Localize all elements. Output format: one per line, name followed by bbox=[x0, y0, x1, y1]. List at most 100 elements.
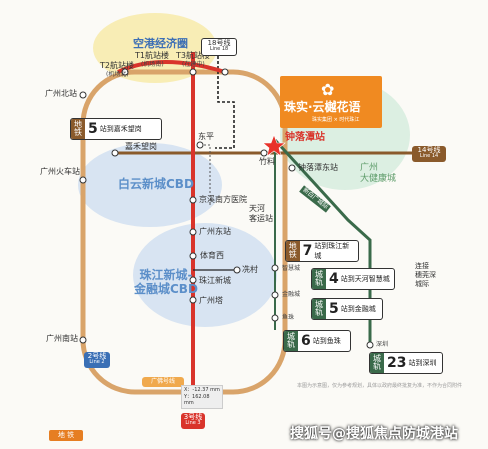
line18-badge: 18号线 Line 18 bbox=[201, 38, 237, 56]
watermark: 搜狐号@搜狐焦点防城港站 bbox=[290, 426, 458, 442]
rail-tag: 城轨 bbox=[370, 353, 384, 373]
rail-callout-3: 城轨 6 站到鱼珠 bbox=[283, 330, 351, 352]
t1-sub: (机场南) bbox=[141, 61, 164, 68]
line14-sub: Line 14 bbox=[419, 153, 439, 160]
metro-tag: 地铁 bbox=[71, 119, 85, 139]
rail3-text: 站到鱼珠 bbox=[312, 337, 341, 345]
station-xiancun: 冼村 bbox=[242, 265, 258, 274]
line2-sub: Line 2 bbox=[89, 359, 105, 366]
metro-right-count: 7 bbox=[302, 243, 313, 259]
metro-callout-left: 地铁 5 站到嘉禾望岗 bbox=[70, 118, 162, 140]
station-dot-t1 bbox=[189, 68, 197, 76]
rail-callout-1: 城轨 4 站到天河智慧城 bbox=[311, 268, 395, 290]
t3-label: T3航站楼 bbox=[176, 51, 210, 60]
project-logo: ✿ 珠实·云樾花语 珠实集团 × 时代珠江 bbox=[280, 76, 382, 128]
station-jiahewanggang: 嘉禾望岗 bbox=[125, 142, 157, 151]
rail-callout-2: 城轨 5 站到金融城 bbox=[311, 298, 383, 320]
rail-tag: 城轨 bbox=[284, 331, 298, 351]
rail4-count: 23 bbox=[387, 355, 407, 371]
station-dot-guangzhou-east bbox=[189, 228, 197, 236]
line3-name: 3号线 bbox=[183, 413, 203, 421]
rail-tag: 城轨 bbox=[312, 299, 326, 319]
station-dot-gz-south bbox=[79, 336, 87, 344]
station-dot-jinrong bbox=[271, 291, 279, 299]
metro-tag: 地铁 bbox=[286, 241, 300, 261]
dongguan-link-label: 连接 穗莞深 城际 bbox=[415, 262, 436, 288]
station-dot-zhujiang bbox=[189, 276, 197, 284]
project-name: 珠实·云樾花语 bbox=[284, 100, 361, 114]
t1-label: T1航站楼 bbox=[135, 51, 169, 60]
station-dot-sports-center bbox=[189, 252, 197, 260]
rail2-count: 5 bbox=[329, 301, 339, 317]
line3-badge: 3号线 Line 3 bbox=[181, 413, 205, 429]
metro-callout-right: 地铁 7 站到珠江新城 bbox=[285, 240, 359, 262]
baiyun-cbd-blob bbox=[78, 143, 222, 227]
station-dot-zhihui bbox=[271, 264, 279, 272]
station-tianhe-coach: 天河 客运站 bbox=[249, 204, 273, 223]
station-guangzhou-east: 广州东站 bbox=[199, 227, 231, 236]
station-dot-dongping bbox=[196, 141, 204, 149]
rail4-text: 站到深圳 bbox=[408, 359, 437, 367]
highlight-star bbox=[262, 134, 286, 157]
line18-route bbox=[215, 46, 235, 149]
station-dot-zhuliao bbox=[260, 149, 268, 157]
flower-icon: ✿ bbox=[321, 80, 335, 99]
station-dot-gz-north bbox=[79, 91, 87, 99]
rail-callout-4: 城轨 23 站到深圳 bbox=[369, 352, 443, 374]
line18-sub: Line 18 bbox=[209, 46, 229, 53]
rail-tag: 城轨 bbox=[312, 269, 326, 289]
station-dot-xiancun bbox=[233, 266, 241, 274]
line3-sub: Line 3 bbox=[185, 420, 201, 427]
station-yuzhu: 鱼珠 bbox=[282, 314, 295, 321]
station-dot-gz-station bbox=[79, 176, 87, 184]
line2-badge: 2号线 Line 2 bbox=[84, 352, 110, 368]
station-dot-t3 bbox=[221, 68, 229, 76]
metro-right-text: 站到珠江新城 bbox=[314, 242, 350, 260]
airport-red-arc bbox=[117, 60, 226, 74]
airport-zone-label: 空港经济圈 bbox=[133, 37, 188, 50]
line14-name: 14号线 bbox=[417, 146, 441, 154]
coordinate-readout: X：-12.37 mm Y：162.08 mm bbox=[181, 385, 223, 409]
line14-badge: 14号线 Line 14 bbox=[412, 146, 446, 162]
station-jingxi: 京溪南方医院 bbox=[199, 195, 247, 204]
airport-zone-blob bbox=[93, 13, 217, 83]
station-shenzhen: 深圳 bbox=[376, 341, 389, 348]
station-dot-shenzhen bbox=[366, 341, 374, 349]
rail1-text: 站到天河智慧城 bbox=[340, 275, 390, 283]
line3-ext-badge: 广佛号线 bbox=[142, 377, 184, 387]
station-gz-south: 广州南站 bbox=[46, 334, 78, 343]
metro-left-text: 站到嘉禾望岗 bbox=[99, 125, 142, 133]
station-zhongluotan: 钟落潭站 bbox=[285, 132, 325, 143]
coord-y: Y：162.08 mm bbox=[184, 393, 210, 407]
station-canton-tower: 广州塔 bbox=[199, 296, 223, 305]
zhujiang-cbd-blob bbox=[133, 223, 277, 327]
station-gz-station: 广州火车站 bbox=[40, 167, 80, 176]
baiyun-cbd-label: 白云新城CBD bbox=[118, 177, 194, 191]
station-dot-yuzhu bbox=[271, 314, 279, 322]
rail3-count: 6 bbox=[301, 333, 311, 349]
legend-metro: 地 铁 bbox=[49, 430, 83, 441]
station-zhuliao: 竹料 bbox=[259, 157, 275, 166]
station-dot-jingxi bbox=[189, 196, 197, 204]
rail1-count: 4 bbox=[329, 271, 339, 287]
station-dot-jiahewanggang bbox=[111, 149, 119, 157]
station-dongping: 东平 bbox=[198, 132, 214, 141]
t3-sub: (在建中) bbox=[182, 61, 205, 68]
t2-sub: (机场北) bbox=[106, 71, 129, 78]
station-gz-north: 广州北站 bbox=[45, 89, 77, 98]
station-dot-zhongluotan-east bbox=[288, 164, 296, 172]
project-sub: 珠实集团 × 时代珠江 bbox=[312, 117, 360, 123]
zhujiang-cbd-label: 珠江新城- 金融城CBD bbox=[134, 268, 198, 297]
disclaimer: 本图为示意图，仅为参考规划，具体以政府最终批复为准，不作为合同附件 bbox=[297, 383, 463, 389]
dashed-branch bbox=[200, 144, 211, 205]
line18-name: 18号线 bbox=[207, 39, 231, 47]
rail-route bbox=[273, 138, 372, 345]
metro-left-count: 5 bbox=[88, 121, 98, 137]
station-zhujiang: 珠江新城 bbox=[199, 276, 231, 285]
rail2-text: 站到金融城 bbox=[340, 305, 376, 313]
coord-x: X：-12.37 mm bbox=[184, 387, 220, 393]
health-city-label: 广州 大健康城 bbox=[360, 163, 397, 184]
station-zhongluotan-east: 钟落潭东站 bbox=[298, 163, 338, 172]
station-sports-center: 体育西 bbox=[200, 251, 224, 260]
